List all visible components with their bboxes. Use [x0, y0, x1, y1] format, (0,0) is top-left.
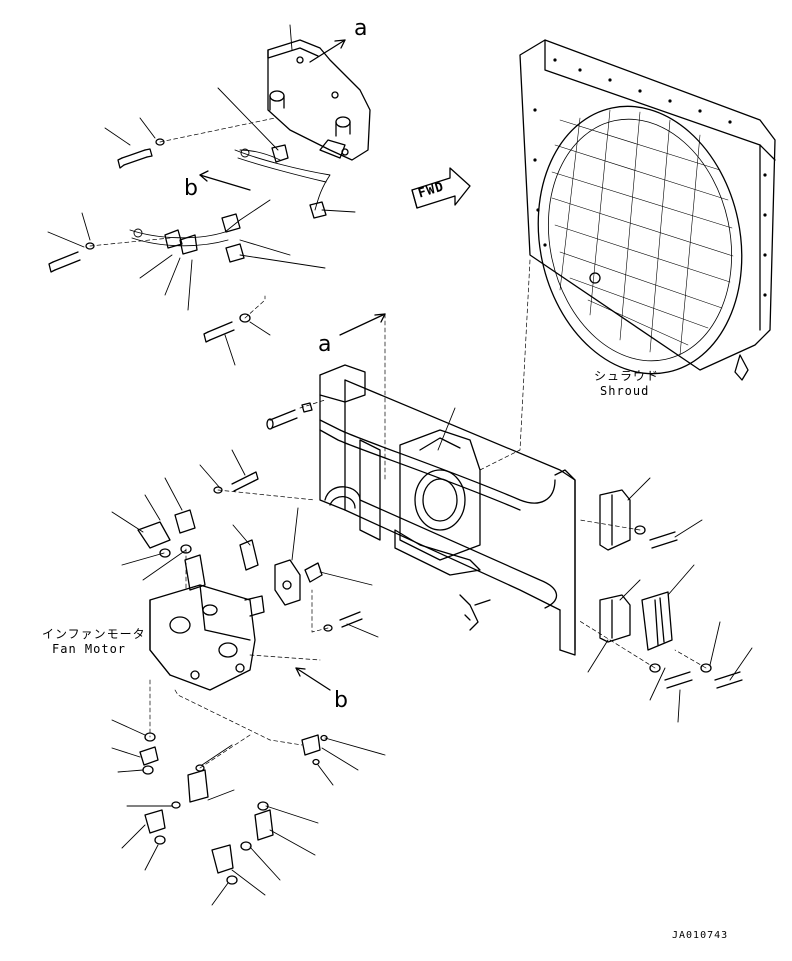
fwd-arrow-frame	[411, 167, 471, 209]
direction-arrows	[199, 39, 386, 691]
fan-motor-label-en: Fan Motor	[52, 642, 127, 656]
callout-a-top: a	[354, 16, 368, 41]
clips	[164, 144, 327, 263]
callout-b-top: b	[184, 176, 198, 201]
fan-motor-label-jp: インファンモータ	[42, 627, 146, 641]
leader-lines	[47, 24, 753, 906]
fittings-upper	[137, 509, 196, 558]
bolts-top	[48, 138, 743, 689]
drawing-code: JA010743	[672, 930, 729, 941]
phantom-lines	[89, 117, 707, 769]
callout-b-bottom: b	[334, 688, 348, 713]
callout-a-mid: a	[318, 332, 332, 357]
top-bracket	[267, 39, 371, 161]
fittings-lower	[139, 732, 328, 885]
shroud-label-jp: シュラウド	[594, 369, 660, 383]
wire-harness	[129, 148, 331, 247]
shroud-label-en: Shroud	[600, 384, 650, 398]
fan-motor	[149, 554, 265, 691]
hinges	[239, 489, 673, 651]
shroud	[519, 39, 776, 381]
main-frame	[319, 364, 576, 656]
